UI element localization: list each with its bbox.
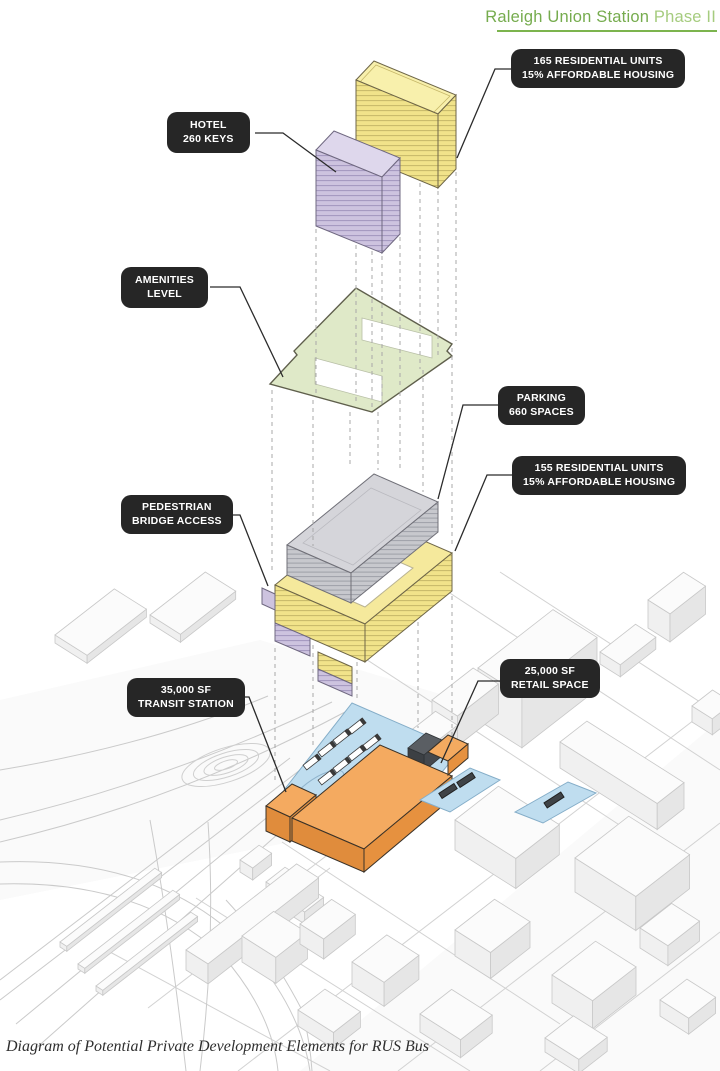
callout-amenities: AMENITIES LEVEL (121, 267, 208, 309)
page-title: Raleigh Union Station Phase II (485, 8, 716, 27)
figure-caption: Diagram of Potential Private Development… (6, 1038, 430, 1055)
callout-residential-165: 165 RESIDENTIAL UNITS 15% AFFORDABLE HOU… (511, 49, 686, 89)
parking-structure (286, 473, 439, 605)
callout-line: 15% AFFORDABLE HOUSING (523, 475, 676, 488)
callout-residential-155: 155 RESIDENTIAL UNITS 15% AFFORDABLE HOU… (512, 456, 687, 496)
callout-retail: 25,000 SF RETAIL SPACE (500, 659, 600, 699)
callout-pedestrian-bridge: PEDESTRIAN BRIDGE ACCESS (121, 495, 233, 535)
callout-line: RETAIL SPACE (511, 678, 589, 691)
callout-line: 660 SPACES (509, 405, 574, 418)
callout-line: 260 KEYS (183, 132, 234, 145)
title-main: Raleigh Union Station (485, 8, 650, 26)
hotel-tower (315, 130, 401, 255)
background-city-map (0, 571, 720, 1071)
callout-parking: PARKING 660 SPACES (498, 386, 585, 426)
title-underline (497, 30, 717, 32)
callout-line: 25,000 SF (524, 665, 575, 677)
callout-transit-station: 35,000 SF TRANSIT STATION (127, 678, 245, 718)
title-phase: Phase II (649, 8, 716, 26)
amenities-plane (268, 287, 454, 413)
callout-hotel: HOTEL 260 KEYS (167, 112, 250, 154)
callout-line: LEVEL (147, 287, 182, 300)
callout-line: PARKING (516, 392, 566, 404)
callout-line: 15% AFFORDABLE HOUSING (522, 68, 675, 81)
callout-line: AMENITIES (135, 274, 194, 286)
callout-line: 155 RESIDENTIAL UNITS (534, 462, 664, 474)
background-buildings (54, 571, 720, 1071)
callout-line: HOTEL (190, 119, 227, 131)
east-bus-strips (418, 767, 598, 824)
callout-line: 165 RESIDENTIAL UNITS (533, 55, 663, 67)
ground-level-cluster (265, 702, 598, 874)
callout-line: TRANSIT STATION (138, 697, 234, 710)
callout-line: 35,000 SF (160, 684, 212, 696)
callout-line: PEDESTRIAN (142, 501, 212, 513)
callout-line: BRIDGE ACCESS (132, 514, 222, 527)
pedestrian-bridge-volume (261, 587, 311, 657)
